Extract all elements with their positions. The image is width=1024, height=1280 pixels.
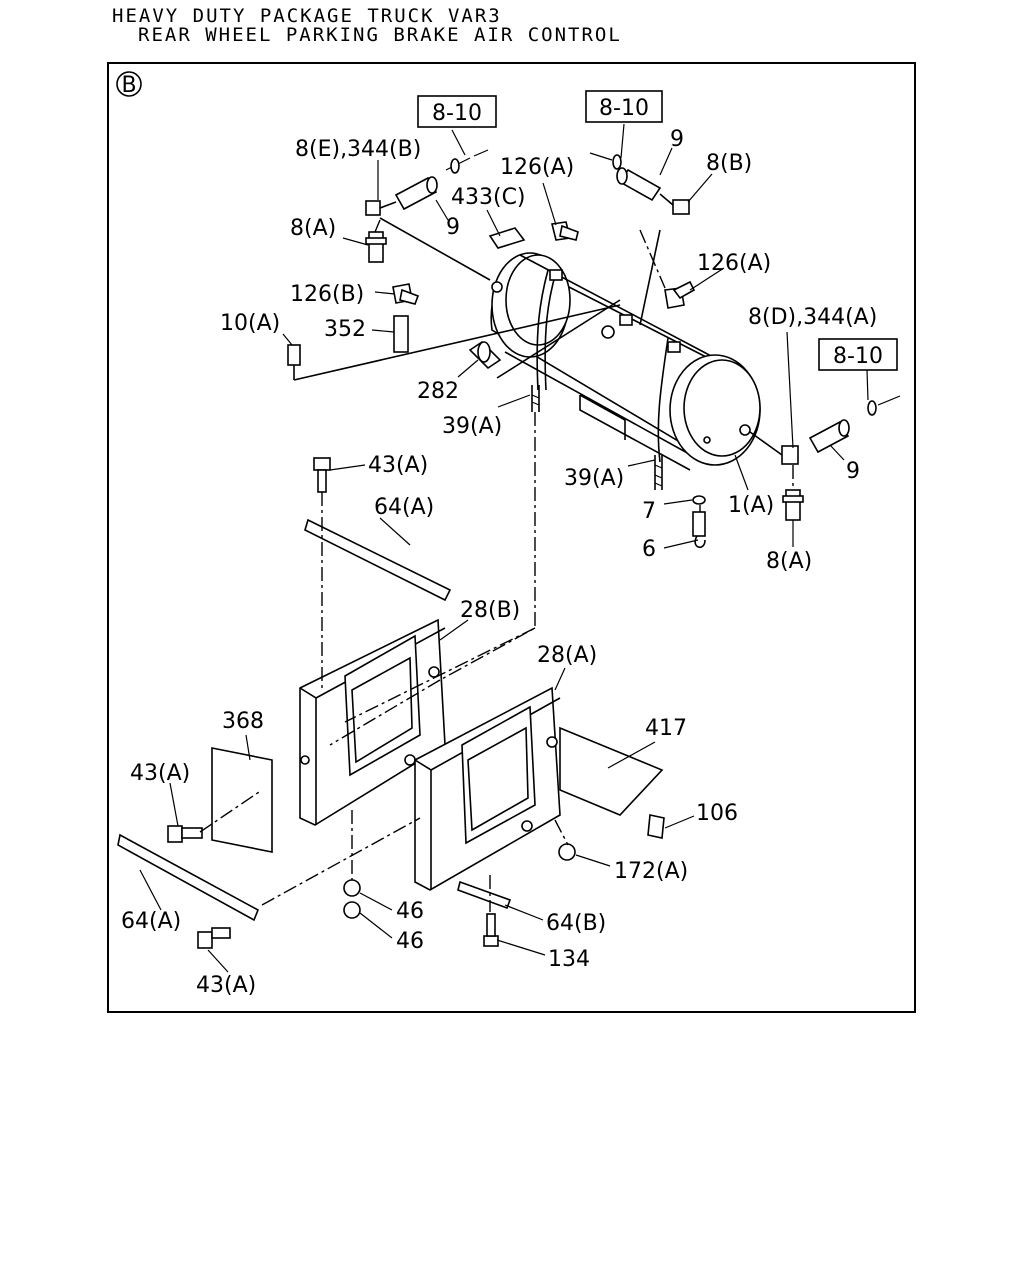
pipe-line (639, 229, 661, 326)
view-marker-circle (116, 71, 142, 97)
tie-rod-right (654, 455, 663, 490)
channel-64a-top (304, 518, 452, 602)
diagram-subtitle: REAR WHEEL PARKING BRAKE AIR CONTROL (138, 24, 622, 46)
callout-368[interactable]: 368 (222, 709, 264, 734)
valve-9-right (589, 152, 690, 215)
pipe-line (379, 217, 491, 281)
valve-282 (468, 340, 502, 370)
callout-64b[interactable]: 64(B) (546, 911, 606, 936)
assembly-line (261, 817, 421, 906)
diagram-frame (107, 62, 916, 1013)
valve-9-left (365, 149, 489, 216)
callout-8a-lower[interactable]: 8(A) (766, 549, 812, 574)
callout-64a-bottom[interactable]: 64(A) (121, 909, 181, 934)
diagram-title: HEAVY DUTY PACKAGE TRUCK VAR3 (112, 5, 502, 27)
nut-46-upper (343, 879, 361, 897)
fitting-8a-left (365, 231, 387, 263)
callout-43a-top[interactable]: 43(A) (368, 453, 428, 478)
callout-43a-left[interactable]: 43(A) (130, 761, 190, 786)
ref-box-2[interactable]: 8-10 (585, 90, 663, 123)
air-tank (490, 252, 761, 471)
callout-39a-right[interactable]: 39(A) (564, 466, 624, 491)
plate-368 (211, 747, 273, 853)
elbow-126a-top (551, 221, 579, 241)
view-marker: B (121, 73, 136, 98)
callout-134[interactable]: 134 (548, 947, 590, 972)
assembly-line (344, 627, 536, 723)
assembly-line (374, 219, 381, 233)
callout-9-right[interactable]: 9 (670, 127, 684, 152)
plug-10a (287, 344, 301, 366)
callout-28a[interactable]: 28(A) (537, 643, 597, 668)
callout-64a-top[interactable]: 64(A) (374, 495, 434, 520)
callout-1a[interactable]: 1(A) (728, 493, 774, 518)
plug-352 (393, 315, 409, 353)
fitting-8a-lower (782, 489, 804, 521)
assembly-line (329, 679, 441, 746)
callout-10a[interactable]: 10(A) (220, 311, 280, 336)
callout-172a[interactable]: 172(A) (614, 859, 688, 884)
callout-106[interactable]: 106 (696, 801, 738, 826)
bolt-134 (483, 913, 499, 947)
callout-8a-top[interactable]: 8(A) (290, 216, 336, 241)
bolt-43a-top (313, 457, 331, 493)
callout-46-upper[interactable]: 46 (396, 899, 424, 924)
channel-64b (457, 880, 512, 910)
nut-172a (558, 843, 576, 861)
assembly-line (554, 819, 569, 846)
callout-126a-mid[interactable]: 126(A) (697, 251, 771, 276)
svg-text:8-10: 8-10 (432, 101, 482, 126)
bracket-28a (414, 686, 561, 891)
callout-8d-344a[interactable]: 8(D),344(A) (748, 305, 877, 330)
leader-lines (139, 123, 869, 973)
valve-9-lower (749, 395, 901, 465)
callout-8e-344b[interactable]: 8(E),344(B) (295, 137, 421, 162)
nut-46-lower (343, 901, 361, 919)
callout-39a-left[interactable]: 39(A) (442, 414, 502, 439)
assembly-line (199, 789, 263, 833)
callout-417[interactable]: 417 (645, 716, 687, 741)
bolt-43a-left (167, 825, 203, 843)
callout-433c[interactable]: 433(C) (451, 185, 526, 210)
callout-7[interactable]: 7 (642, 499, 656, 524)
assembly-line (439, 412, 536, 681)
pipe-line (496, 299, 621, 379)
svg-text:8-10: 8-10 (833, 344, 883, 369)
callout-6[interactable]: 6 (642, 537, 656, 562)
assembly-line (639, 229, 666, 289)
bracket-28b (299, 618, 446, 826)
channel-64a-bottom (117, 833, 260, 922)
callout-46-lower[interactable]: 46 (396, 929, 424, 954)
callout-43a-bottom[interactable]: 43(A) (196, 973, 256, 998)
pipe-line (293, 304, 621, 381)
elbow-126b (392, 283, 420, 305)
callout-9-lower[interactable]: 9 (846, 459, 860, 484)
callout-28b[interactable]: 28(B) (460, 598, 520, 623)
callout-9-left[interactable]: 9 (446, 215, 460, 240)
callout-8b[interactable]: 8(B) (706, 151, 752, 176)
fitting-106 (647, 814, 665, 839)
ref-box-3[interactable]: 8-10 (818, 338, 898, 371)
callout-126a-top[interactable]: 126(A) (500, 155, 574, 180)
drain-6-7 (692, 495, 706, 548)
ref-box-1[interactable]: 8-10 (417, 95, 497, 128)
plate-417 (559, 726, 664, 816)
callout-126b[interactable]: 126(B) (290, 282, 364, 307)
callout-352[interactable]: 352 (324, 317, 366, 342)
callout-282[interactable]: 282 (417, 379, 459, 404)
label-433c (488, 227, 526, 249)
elbow-126a-mid (664, 280, 696, 309)
tie-rod-left (531, 385, 540, 412)
svg-text:8-10: 8-10 (599, 96, 649, 121)
bolt-43a-bottom (197, 927, 231, 949)
